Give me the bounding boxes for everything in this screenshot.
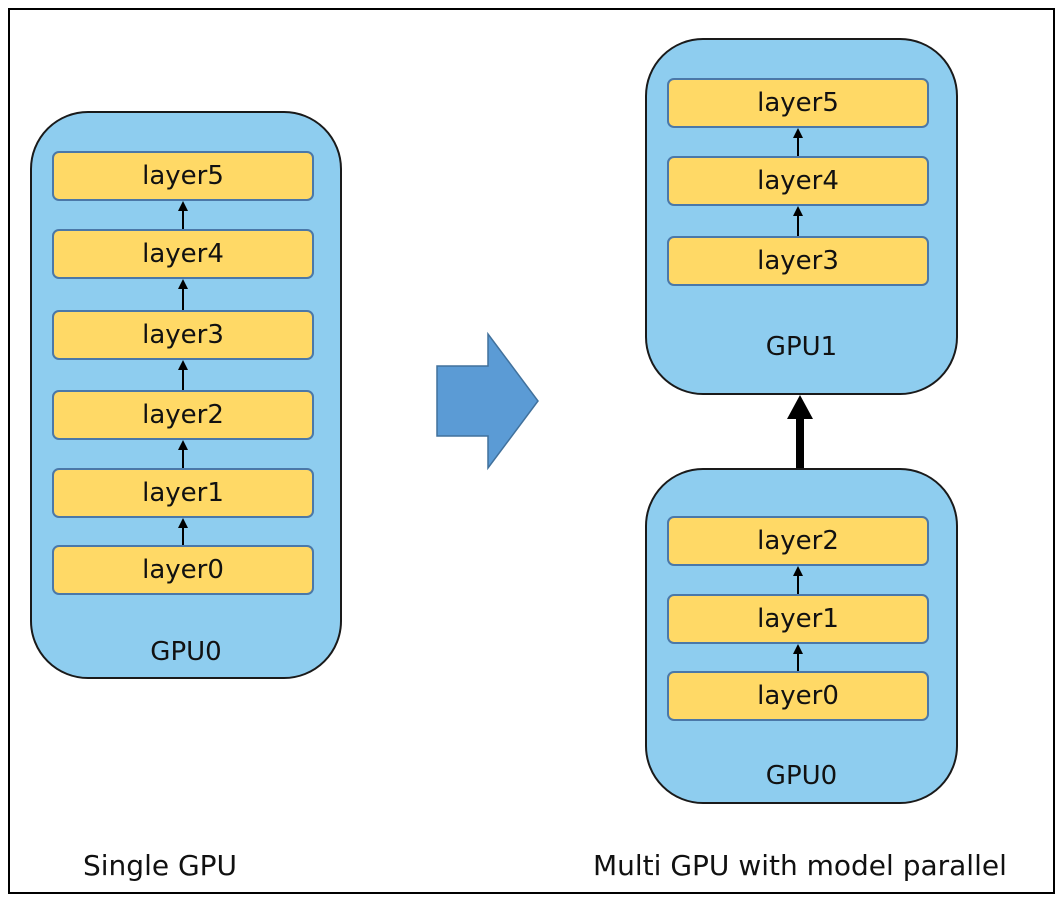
gpu-label: GPU0 [150, 637, 222, 667]
layer-box: layer0 [667, 671, 929, 721]
transform-arrow-icon [436, 331, 539, 471]
layer-connector-arrow [788, 566, 808, 594]
layer-box: layer4 [667, 156, 929, 206]
layer-connector-arrow [788, 644, 808, 671]
caption-single-gpu: Single GPU [83, 849, 238, 882]
layer-box: layer4 [52, 229, 314, 279]
layer-connector-arrow [173, 518, 193, 545]
layer-connector-arrow [173, 279, 193, 310]
gpu-label: GPU1 [765, 332, 838, 362]
layer-connector-arrow [788, 206, 808, 236]
gpu-label: GPU0 [765, 761, 838, 791]
layer-box: layer0 [52, 545, 314, 595]
layer-box: layer2 [52, 390, 314, 440]
gpu-transfer-arrow-icon [787, 395, 813, 469]
layer-box: layer2 [667, 516, 929, 566]
layer-box: layer5 [667, 78, 929, 128]
layer-box: layer3 [52, 310, 314, 360]
layer-connector-arrow [173, 360, 193, 390]
layer-connector-arrow [788, 128, 808, 156]
layer-connector-arrow [173, 201, 193, 229]
caption-multi-gpu: Multi GPU with model parallel [593, 849, 1007, 882]
layer-box: layer5 [52, 151, 314, 201]
layer-box: layer3 [667, 236, 929, 286]
layer-box: layer1 [667, 594, 929, 644]
layer-box: layer1 [52, 468, 314, 518]
layer-connector-arrow [173, 440, 193, 468]
